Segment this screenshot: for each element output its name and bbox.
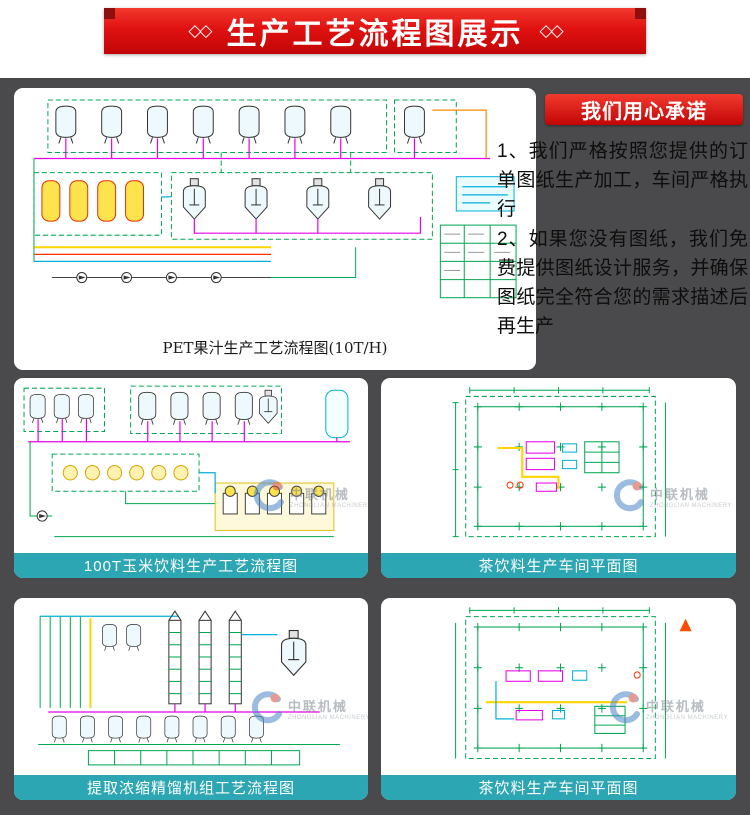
page-title: 生产工艺流程图展示	[226, 18, 524, 51]
content-area: PET果汁生产工艺流程图(10T/H) 我们用心承诺 1、我们严格按照您提供的订…	[0, 78, 750, 815]
panel-distill-flowchart: 中联机械 ZHONGLIAN MACHINERY 提取浓缩精馏机组工艺流程图	[14, 598, 368, 800]
tea-floorplan-1-cad	[452, 387, 666, 538]
panel-tea-floorplan-1: 中联机械 ZHONGLIAN MACHINERY 茶饮料生产车间平面图	[381, 378, 736, 578]
pet-flow-diagram	[33, 99, 517, 299]
promise-title: 我们用心承诺	[581, 101, 707, 123]
panel-pet-flowchart: PET果汁生产工艺流程图(10T/H)	[14, 88, 536, 370]
page-title-banner: ◇◇ 生产工艺流程图展示 ◇◇	[104, 8, 646, 54]
promise-item-2: 2、如果您没有图纸，我们免费提供图纸设计服务，并确保图纸完全符合您的需求描述后再…	[497, 229, 748, 337]
panel-tea-floorplan-2: 中联机械 ZHONGLIAN MACHINERY 茶饮料生产车间平面图	[381, 598, 736, 800]
diamond-decor-left-icon: ◇◇	[188, 21, 212, 40]
distill-flow-cad	[38, 610, 340, 766]
tea-floorplan-2-diagram: 中联机械 ZHONGLIAN MACHINERY	[381, 598, 736, 775]
panel-corn-flowchart: 中联机械 ZHONGLIAN MACHINERY 100T玉米饮料生产工艺流程图	[14, 378, 368, 578]
corn-diagram-caption: 100T玉米饮料生产工艺流程图	[14, 553, 368, 578]
distill-diagram-caption: 提取浓缩精馏机组工艺流程图	[14, 775, 368, 800]
promise-title-banner: 我们用心承诺	[545, 94, 743, 125]
corn-flow-cad	[23, 385, 350, 538]
diamond-decor-right-icon: ◇◇	[539, 21, 564, 40]
promise-item-1: 1、我们严格按照您提供的订单图纸生产加工，车间严格执行	[497, 141, 748, 220]
promise-section: 我们用心承诺 1、我们严格按照您提供的订单图纸生产加工，车间严格执行 2、如果您…	[497, 94, 748, 342]
corn-flow-diagram: 中联机械 ZHONGLIAN MACHINERY	[14, 378, 368, 553]
tea-floorplan-1-diagram: 中联机械 ZHONGLIAN MACHINERY	[381, 378, 736, 553]
tea2-diagram-caption: 茶饮料生产车间平面图	[381, 775, 736, 800]
pet-diagram-caption: PET果汁生产工艺流程图(10T/H)	[162, 339, 388, 357]
tea1-diagram-caption: 茶饮料生产车间平面图	[381, 553, 736, 578]
tea-floorplan-2-cad	[455, 607, 692, 760]
distill-flow-diagram: 中联机械 ZHONGLIAN MACHINERY	[14, 598, 368, 775]
